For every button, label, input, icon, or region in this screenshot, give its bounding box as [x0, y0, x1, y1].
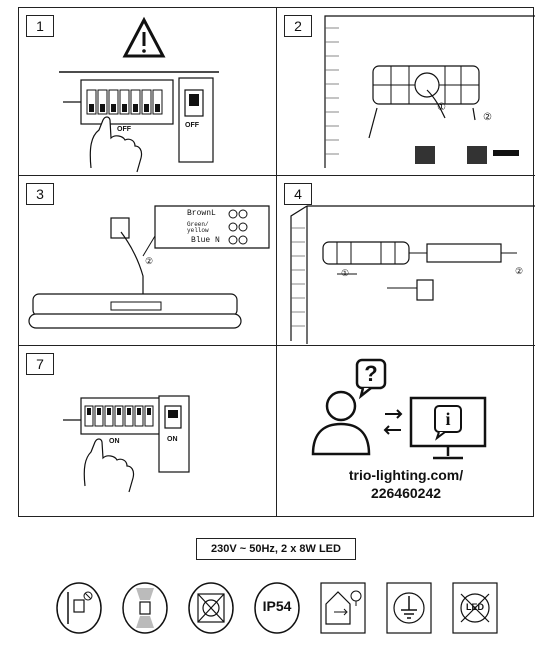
led-text: LED: [466, 602, 484, 612]
up-down-light-icon: [122, 582, 168, 634]
wire-brown-terminal: L: [211, 209, 216, 218]
wire-blue-terminal: N: [215, 236, 220, 245]
step-2-panel: 2 ① ②: [277, 8, 535, 176]
breaker-state-label: OFF: [117, 126, 131, 133]
step-number: 1: [26, 15, 54, 37]
electrical-spec-label: 230V ~ 50Hz, 2 x 8W LED: [196, 538, 356, 560]
support-illustration: [311, 358, 487, 460]
support-url-line-2: 226460242: [370, 485, 442, 501]
question-mark: ?: [364, 361, 378, 386]
protective-earth-icon: [386, 582, 432, 634]
wire-green-label: Green/: [187, 221, 209, 228]
ip-rating-icon: IP54: [254, 582, 300, 634]
step-3-illustration: [28, 205, 270, 329]
step-number: 4: [284, 183, 312, 205]
breaker-state-label: ON: [109, 438, 120, 445]
step-number: 3: [26, 183, 54, 205]
step-2-illustration: [324, 15, 535, 168]
step-number: 7: [26, 353, 54, 375]
callout-1: ①: [437, 102, 446, 113]
callout-1: ①: [341, 268, 350, 278]
switch-state-label: OFF: [185, 122, 199, 129]
wire-brown-label: Brown: [187, 209, 212, 218]
support-url[interactable]: trio-lighting.com/ 226460242: [331, 466, 481, 502]
info-mark: i: [445, 409, 451, 429]
step-1-illustration: [59, 16, 219, 173]
wire-blue-label: Blue: [191, 236, 211, 245]
ip-rating-text: IP54: [262, 598, 292, 614]
callout-2: ②: [145, 256, 154, 266]
led-not-replaceable-icon: LED: [452, 582, 498, 634]
no-insulation-cover-icon: [188, 582, 234, 634]
switch-state-label: ON: [167, 436, 178, 443]
support-url-line-1: trio-lighting.com/: [348, 467, 464, 483]
callout-2: ②: [483, 112, 492, 123]
step-7-illustration: [63, 395, 190, 493]
step-number: 2: [284, 15, 312, 37]
indoor-outdoor-icon: [320, 582, 366, 634]
step-4-panel: 4 ① ②: [277, 176, 535, 346]
wire-yellow-label: yellow: [187, 227, 209, 234]
symbol-row: IP54 LED: [56, 582, 516, 642]
step-4-illustration: [290, 205, 535, 344]
callout-2: ②: [515, 266, 524, 276]
support-panel: ? i trio-lighting.com/ 226460242: [277, 346, 535, 516]
wall-mount-icon: [56, 582, 102, 634]
step-3-panel: 3 BrownL Green/ yellow Blue N ②: [19, 176, 277, 346]
step-1-panel: 1 OFF OFF: [19, 8, 277, 176]
instruction-grid: 1 OFF OFF: [18, 7, 535, 517]
step-7-panel: 7 ON ON: [19, 346, 277, 516]
